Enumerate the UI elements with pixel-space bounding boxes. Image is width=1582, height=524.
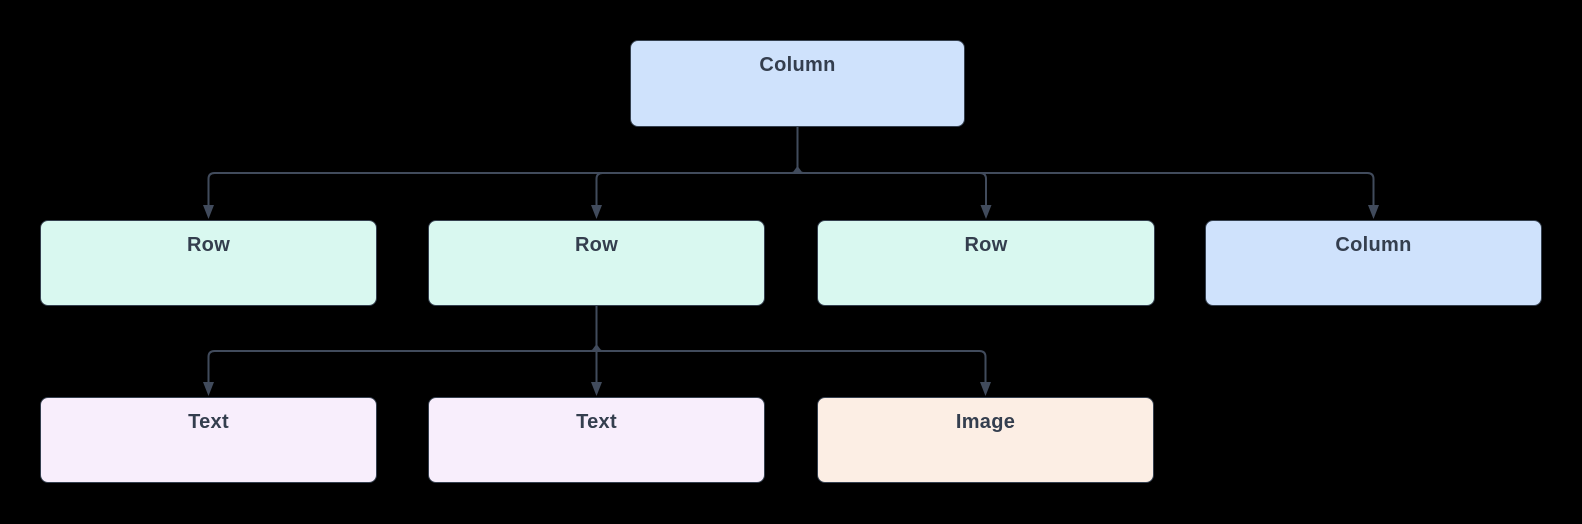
- node-label: Column: [1335, 234, 1412, 256]
- node-label: Image: [955, 411, 1016, 433]
- edge-row2-text1: [207, 306, 598, 383]
- arrowhead-icon: [203, 382, 214, 396]
- node-label: Text: [576, 411, 617, 433]
- edge-row2-image1: [595, 306, 987, 383]
- node-image-1: Image: [817, 397, 1154, 483]
- node-column-root: Column: [630, 40, 965, 127]
- edge-root-col2: [796, 127, 1375, 206]
- edge-root-row1: [207, 127, 799, 206]
- node-column-2: Column: [1205, 220, 1542, 306]
- edge-root-row3: [796, 127, 987, 206]
- arrowhead-icon: [980, 205, 992, 219]
- node-text-2: Text: [428, 397, 765, 483]
- node-label: Column: [759, 54, 836, 76]
- arrowhead-icon: [591, 382, 602, 396]
- junction-notch: [590, 344, 603, 352]
- junction-notch: [791, 166, 804, 174]
- arrowhead-icon: [980, 382, 991, 396]
- node-label: Row: [574, 234, 619, 256]
- arrowhead-icon: [591, 205, 602, 219]
- node-row-2: Row: [428, 220, 765, 306]
- node-label: Row: [964, 234, 1008, 256]
- arrowhead-icon: [203, 205, 214, 219]
- node-row-3: Row: [817, 220, 1155, 306]
- arrowhead-icon: [1368, 205, 1379, 219]
- node-row-1: Row: [40, 220, 377, 306]
- node-text-1: Text: [40, 397, 377, 483]
- node-label: Text: [188, 411, 229, 433]
- node-label: Row: [186, 234, 231, 256]
- edge-root-row2: [595, 127, 799, 206]
